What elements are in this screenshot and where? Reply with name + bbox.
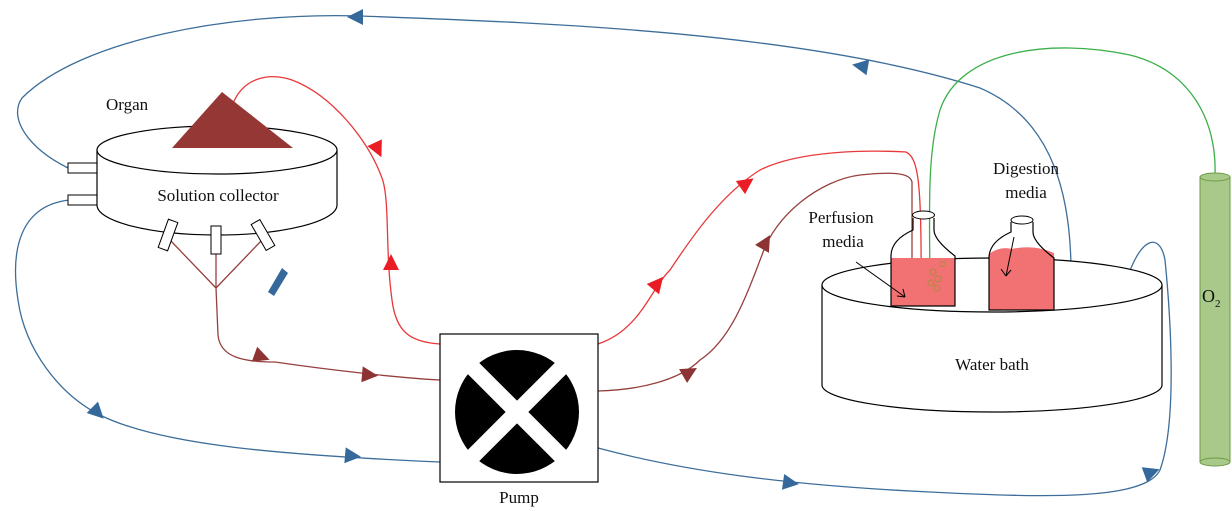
perfusion-bottle-mouth	[912, 210, 935, 220]
blue-tube-bottom-loop	[597, 241, 1172, 497]
perfusion-pointer-arrowhead	[896, 288, 906, 298]
pump-label: Pump	[499, 488, 539, 507]
darkred-arrow-icon	[251, 346, 270, 362]
perfusion-bottle-outline	[890, 218, 956, 307]
o2-cylinder: O2	[1199, 172, 1231, 467]
darkred-tube-collector-drain	[169, 238, 441, 381]
o2-cylinder-body	[1199, 176, 1231, 463]
darkred-arrow-icon	[361, 366, 378, 383]
darkred-arrow-icon	[755, 235, 770, 253]
solution-collector-label: Solution collector	[157, 186, 279, 205]
o2-supply-tube	[928, 47, 1216, 279]
water-bath-label: Water bath	[955, 355, 1029, 374]
digestion-pointer-arrowhead	[1000, 268, 1012, 277]
darkred-arrow-icon	[679, 368, 697, 383]
red-arrow-icon	[367, 139, 382, 158]
digestion-media-bottle: Digestion media	[988, 159, 1060, 311]
blue-tube-top-loop	[17, 14, 1072, 281]
blue-arrow-icon	[344, 447, 361, 464]
darkred-tube-pump-to-digestion	[597, 172, 913, 392]
digestion-media-label-line2: media	[1005, 183, 1047, 202]
digestion-bottle-outline	[988, 222, 1055, 311]
organ-label: Organ	[106, 95, 149, 114]
perfusion-media-label-line1: Perfusion	[808, 208, 874, 227]
blue-arrow-icon	[347, 9, 363, 25]
solution-collector: Solution collector	[67, 125, 338, 296]
red-arrow-icon	[735, 178, 754, 195]
red-arrow-icon	[646, 276, 664, 295]
pump: Pump	[439, 333, 599, 507]
perfusion-pointer-line	[855, 261, 906, 298]
bubbles-icon	[927, 261, 945, 292]
collector-outlet-right	[250, 218, 276, 252]
red-tube-organ-to-pump	[231, 76, 441, 345]
blue-arrow-icon	[86, 401, 104, 419]
water-bath-body	[821, 285, 1163, 413]
perfusion-bottle-liquid	[891, 258, 955, 306]
digestion-bottle-mouth	[1010, 215, 1034, 225]
digestion-pointer-line	[1005, 236, 1015, 277]
collector-outlet-middle	[210, 225, 222, 255]
flow-arrows	[86, 9, 1160, 490]
o2-label: O2	[1202, 286, 1221, 310]
digestion-bottle-liquid	[989, 247, 1054, 310]
clamp-icon	[268, 268, 288, 296]
blue-tube-left-loop	[14, 199, 441, 463]
red-arrow-icon	[383, 254, 399, 270]
blue-arrow-icon	[852, 59, 870, 76]
collector-outlet-left	[157, 218, 179, 252]
o2-label-subscript: 2	[1215, 298, 1221, 310]
o2-cylinder-bottom	[1199, 457, 1231, 467]
blue-tubing	[14, 14, 1172, 497]
perfusion-media-bottle: Perfusion media	[808, 208, 956, 307]
organ-shape	[172, 92, 293, 148]
digestion-media-label-line1: Digestion	[993, 159, 1060, 178]
o2-cylinder-top	[1199, 172, 1231, 182]
darkred-tubing	[169, 172, 913, 392]
blue-arrow-icon	[1141, 467, 1160, 483]
pump-rotor-cross-2	[461, 356, 573, 468]
o2-label-main: O	[1202, 286, 1215, 306]
blue-arrow-icon	[781, 473, 799, 490]
perfusion-media-label-line2: media	[822, 232, 864, 251]
